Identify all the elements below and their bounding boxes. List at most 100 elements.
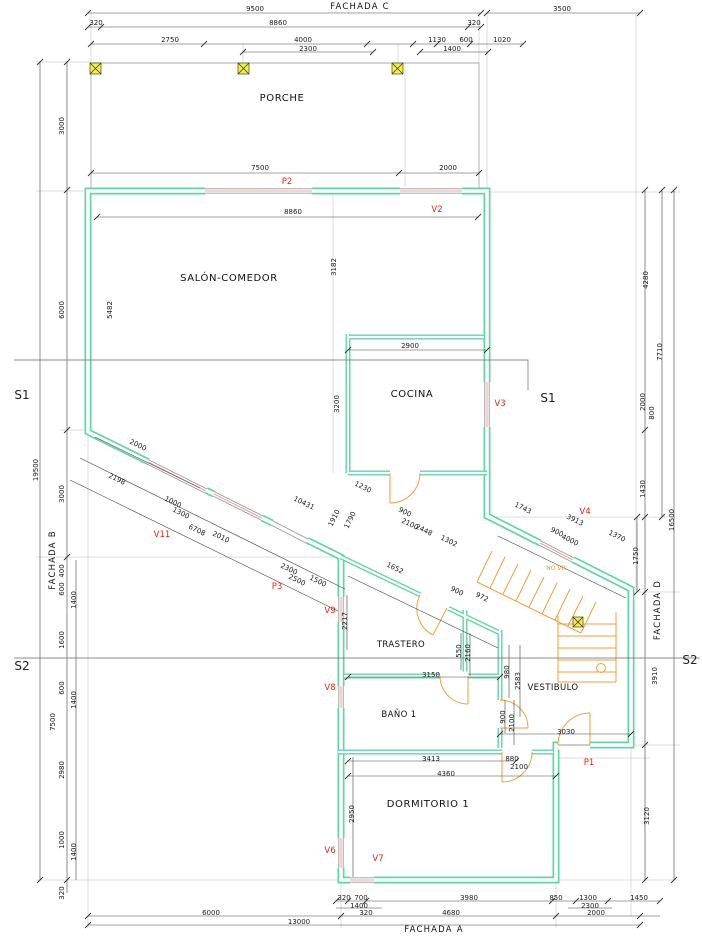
dim-label: 1750 [632, 547, 640, 565]
dim-label: 8860 [269, 19, 287, 27]
dim-label: 700 [354, 894, 367, 902]
dim-label: 2300 [299, 45, 317, 53]
room-label-vestibulo: VESTIBULO [527, 683, 578, 693]
dim-label: 400 [58, 564, 66, 577]
dim-label: 320 [89, 19, 102, 27]
dim-label: 4000 [560, 533, 580, 548]
dim-label: 1230 [353, 480, 373, 495]
dim-label: 6000 [58, 301, 66, 319]
dim-label: 2198 [107, 472, 127, 487]
stairs-post-icon [596, 663, 606, 673]
dim-label: 1500 [308, 574, 328, 589]
opening-label-v3: V3 [494, 399, 505, 409]
dim-label: 13000 [288, 918, 310, 926]
dim-label: 2900 [401, 342, 419, 350]
opening-label-v4: V4 [579, 507, 590, 517]
opening-label-v2: V2 [431, 205, 442, 215]
room-label-cocina: COCINA [391, 389, 434, 400]
dim-label: 972 [474, 591, 490, 604]
dim-label: 2000 [639, 393, 647, 411]
dim-label: 3500 [553, 5, 571, 13]
dim-label: 2950 [348, 805, 356, 823]
dim-label: 1020 [493, 36, 511, 44]
dim-label: 880 [505, 755, 518, 763]
dim-label: 320 [359, 909, 372, 917]
dim-label: 3200 [333, 395, 341, 413]
dim-label: 7710 [656, 343, 664, 361]
dim-label: 2583 [514, 672, 522, 690]
dim-label: 16500 [668, 509, 676, 531]
opening-label-p2: P2 [282, 177, 293, 187]
dim-label: 2980 [58, 761, 66, 779]
porch-outline [90, 62, 480, 191]
opening-label-v11: V11 [154, 530, 171, 540]
dim-label: 1000 [58, 831, 66, 849]
dim-label: 320 [337, 894, 350, 902]
dim-label: 2010 [211, 530, 231, 545]
room-label-porche: PORCHE [260, 93, 305, 104]
dim-label: 1652 [385, 561, 405, 576]
stairs-note: NO VR [546, 565, 565, 572]
dim-label: 1430 [639, 480, 647, 498]
dim-label: 2750 [161, 36, 179, 44]
dim-label: 9500 [246, 5, 264, 13]
dim-label: 800 [648, 406, 656, 419]
dim-label: 900 [449, 585, 465, 598]
section-s2-left-label: S2 [14, 659, 29, 673]
dim-label: 4680 [442, 909, 460, 917]
dim-label: 3910 [651, 667, 659, 685]
dim-label: 3413 [422, 755, 440, 763]
dim-label: 3120 [643, 807, 651, 825]
column-markers [89, 62, 584, 628]
dim-label: 10431 [292, 495, 316, 512]
dim-label: 320 [467, 19, 480, 27]
opening-label-v6: V6 [324, 846, 335, 856]
opening-label-p1: P1 [584, 758, 595, 768]
dim-label: 1450 [630, 894, 648, 902]
dim-label: 1130 [428, 36, 446, 44]
dim-label: 1790 [343, 510, 358, 530]
dim-label: 4000 [294, 36, 312, 44]
dim-label: 6000 [202, 909, 220, 917]
dim-label: 3150 [422, 671, 440, 679]
dim-label: 850 [549, 894, 562, 902]
dim-label: 980 [503, 665, 511, 678]
dim-label: 8860 [284, 208, 302, 216]
dim-label: 3030 [557, 728, 575, 736]
dim-label: 1302 [439, 534, 459, 549]
dim-label: 3182 [330, 258, 338, 276]
opening-label-v9: V9 [324, 606, 335, 616]
dim-label: 600 [58, 582, 66, 595]
dim-label: 2500 [287, 573, 307, 588]
facade-c-label: FACHADA C [330, 2, 390, 12]
dim-label: 320 [58, 886, 66, 899]
labels: 9500 3500 FACHADA C 320 8860 320 2750 40… [14, 2, 697, 935]
dim-label: 1400 [70, 691, 78, 709]
dim-label: 2000 [587, 909, 605, 917]
section-s1-right-label: S1 [540, 391, 555, 405]
dim-label: 3980 [460, 894, 478, 902]
dim-label: 2300 [581, 902, 599, 910]
facade-d-label: FACHADA D [653, 580, 663, 640]
dim-label: 6708 [187, 523, 207, 538]
room-label-trastero: TRASTERO [376, 640, 425, 650]
dim-label: 7500 [49, 713, 57, 731]
dim-label: 1400 [350, 902, 368, 910]
dim-label: 2448 [414, 523, 434, 538]
section-s2-right-label: S2 [682, 653, 697, 667]
dim-label: 1600 [58, 631, 66, 649]
dim-label: 7500 [251, 164, 269, 172]
dim-label: 1910 [327, 508, 342, 528]
dim-label: 4280 [642, 271, 650, 289]
facade-b-label: FACHADA B [48, 530, 58, 589]
dim-label: 1743 [513, 501, 533, 516]
window-frames [146, 188, 590, 883]
dim-label: 4360 [437, 770, 455, 778]
dim-label: 1400 [443, 45, 461, 53]
section-lines [14, 359, 700, 659]
dim-label: 600 [58, 681, 66, 694]
room-label-dormitorio: DORMITORIO 1 [387, 799, 470, 810]
dim-label: 2100 [510, 763, 528, 771]
dim-label: 900 [499, 710, 507, 723]
